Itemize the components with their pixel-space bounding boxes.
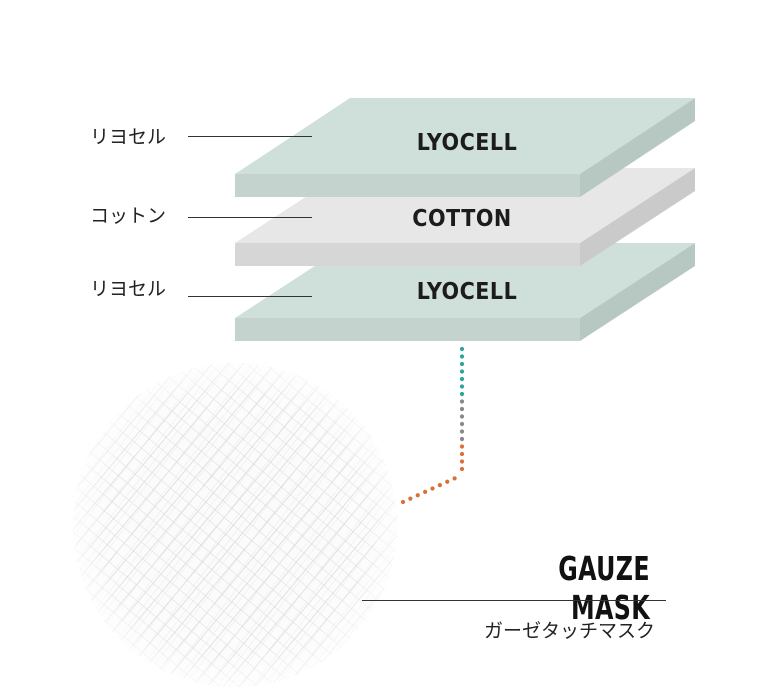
connector-dot	[437, 483, 442, 488]
connector-dot	[452, 476, 457, 481]
connector-dot	[423, 489, 428, 494]
connector-dot	[459, 406, 465, 412]
layer-middle-leader-line	[188, 217, 312, 218]
connector-dot	[400, 499, 406, 505]
connector-dot	[459, 369, 465, 374]
connector-dot	[459, 414, 465, 419]
layer-middle-label: コットン	[90, 205, 167, 227]
connector-dot	[459, 421, 465, 427]
connector-dot	[459, 444, 465, 449]
product-title: GAUZE MASK	[558, 549, 650, 627]
connector-dot	[415, 493, 420, 498]
connector-dot	[459, 399, 465, 404]
layer-top: LYOCELL	[235, 98, 695, 197]
connector-dot	[459, 361, 465, 367]
connector-dot	[459, 459, 465, 464]
fabric-closeup	[73, 363, 397, 687]
connector-dot	[430, 486, 435, 491]
layer-bottom-leader-line	[188, 296, 312, 297]
layer-bottom-name: LYOCELL	[417, 279, 518, 305]
connector-dot	[445, 479, 450, 484]
title-divider	[362, 600, 666, 601]
connector-dot	[459, 391, 465, 397]
layer-middle-name: COTTON	[412, 206, 511, 232]
layer-top-leader-line	[188, 136, 312, 137]
connector-dot	[459, 346, 465, 352]
connector-dot	[459, 384, 465, 389]
connector-dot	[459, 436, 465, 442]
layer-top-name: LYOCELL	[417, 130, 518, 156]
connector-dot	[408, 496, 413, 501]
connector-dot	[459, 466, 465, 472]
connector-dot	[459, 429, 465, 434]
layer-top-label: リヨセル	[90, 126, 167, 148]
connector-dot	[459, 451, 465, 457]
dotted-connector	[400, 346, 465, 505]
connector-dot	[459, 376, 465, 382]
layer-bottom-label: リヨセル	[90, 278, 167, 300]
connector-dot	[459, 354, 465, 359]
product-subtitle: ガーゼタッチマスク	[483, 620, 655, 642]
